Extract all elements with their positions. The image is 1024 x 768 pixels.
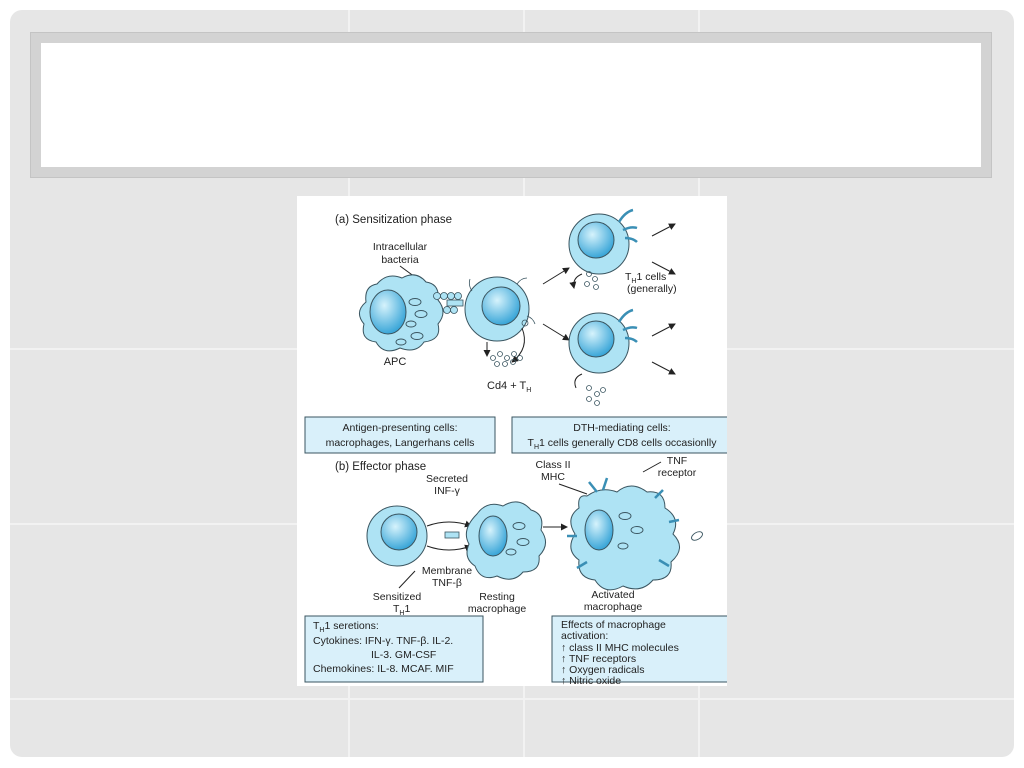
bacterium	[617, 542, 629, 550]
apc-nucleus	[369, 289, 407, 335]
arrow-cytokine	[574, 373, 583, 389]
t-cell-processes	[468, 277, 536, 325]
apc-info-line1: Antigen-presenting cells:	[343, 422, 458, 434]
secreted-label-2: INF-γ	[434, 485, 460, 497]
bacterium	[414, 310, 428, 318]
effects-box	[551, 615, 731, 683]
resting-nucleus	[478, 515, 508, 557]
secreted-label-1: Secreted	[426, 473, 468, 485]
cytokine-cluster	[584, 271, 599, 290]
tnf-receptor-label-1: TNF	[667, 455, 687, 467]
mhc-receptor	[446, 299, 464, 307]
dth-info-line1: DTH-mediating cells:	[573, 422, 670, 434]
secretions-heading: TH1 seretions:	[313, 620, 379, 634]
arrow-out	[651, 261, 676, 275]
tnf-receptor-label-2: receptor	[658, 467, 697, 479]
title-text-area[interactable]	[41, 43, 981, 167]
effects-item: ↑ Nitric oxide	[561, 675, 621, 686]
tnf-arrow	[426, 544, 472, 552]
bacterium	[618, 512, 632, 520]
activated-label-2: macrophage	[584, 601, 643, 613]
apc-label: APC	[384, 356, 407, 368]
resting-label-1: Resting	[479, 591, 515, 603]
free-bacterium	[691, 531, 703, 541]
title-placeholder[interactable]	[30, 32, 992, 178]
arrow-out	[651, 223, 676, 237]
bacterium	[516, 538, 530, 546]
grid-line	[10, 698, 1014, 700]
effects-item: ↑ Oxygen radicals	[561, 664, 644, 676]
mhc-receptor	[444, 531, 460, 539]
class2-pointer	[558, 483, 588, 495]
label-pointer	[398, 570, 416, 589]
dth-info-line2: TH1 cells generally CD8 cells occasionll…	[528, 437, 718, 451]
class2-label-2: MHC	[541, 471, 565, 483]
bacteria-label-1: Intracellular	[373, 241, 428, 253]
feedback-arrow	[511, 327, 525, 363]
sensitized-th1-label: TH1	[393, 603, 410, 617]
ifn-arrow	[426, 520, 472, 528]
t-cell-nucleus	[481, 286, 521, 326]
class2-label-1: Class II	[535, 459, 570, 471]
dth-info-box	[511, 416, 733, 454]
arrow-to-th1-lower	[542, 323, 570, 341]
bacterium	[395, 338, 407, 346]
membrane-label-1: Membrane	[422, 565, 472, 577]
bacterium	[505, 548, 517, 556]
activated-receptors	[567, 477, 680, 570]
apc-info-line2: macrophages, Langerhans cells	[326, 437, 475, 449]
arrow-out	[651, 323, 676, 337]
effects-item: ↑ TNF receptors	[561, 653, 636, 665]
receptors-lower	[617, 308, 638, 343]
effector-heading: (b) Effector phase	[335, 461, 426, 473]
bacterium	[410, 332, 424, 340]
secretions-line1: Cytokines: IFN-γ. TNF-β. IL-2.	[313, 635, 453, 647]
th1-nucleus-upper	[577, 221, 615, 259]
dth-diagram: (a) Sensitization phase Intracellular ba…	[297, 196, 733, 687]
th1-cells-sublabel: (generally)	[627, 283, 677, 295]
secretions-line2: IL-3. GM-CSF	[371, 649, 436, 661]
activated-label-1: Activated	[591, 589, 634, 601]
arrow-cytokine	[569, 273, 583, 289]
bacterium	[630, 526, 644, 534]
cytokine-dot	[521, 319, 529, 327]
apc-info-box	[304, 416, 496, 454]
secretions-line3: Chemokines: IL-8. MCAF. MIF	[313, 663, 454, 675]
antigen-chain	[433, 292, 462, 314]
slide-background: (a) Sensitization phase Intracellular ba…	[10, 10, 1014, 757]
dth-diagram-svg: (a) Sensitization phase Intracellular ba…	[304, 208, 733, 687]
activated-nucleus	[584, 509, 614, 551]
cd4-label: Cd4 + TH	[487, 380, 531, 394]
tnf-pointer	[642, 461, 662, 473]
th1-cells-label: TH1 cells	[625, 271, 666, 285]
arrow-out	[651, 361, 676, 375]
cytokine-cluster	[490, 351, 523, 367]
secretions-box	[304, 615, 484, 683]
bacterium	[512, 522, 526, 530]
bacterium	[408, 298, 422, 306]
cytokine-cluster	[586, 385, 606, 406]
th1-nucleus-lower	[577, 320, 615, 358]
sensitized-label: Sensitized	[373, 591, 422, 603]
membrane-label-2: TNF-β	[432, 577, 462, 589]
bacteria-label-2: bacteria	[381, 254, 419, 266]
sensitized-nucleus	[380, 513, 418, 551]
effects-line2: activation:	[561, 630, 608, 642]
bacterium	[405, 320, 417, 328]
arrow-to-th1-upper	[542, 267, 570, 285]
receptors-upper	[617, 208, 638, 243]
effects-line1: Effects of macrophage	[561, 619, 666, 631]
sensitization-heading: (a) Sensitization phase	[335, 214, 452, 226]
resting-label-2: macrophage	[468, 603, 527, 615]
effects-item: ↑ class II MHC molecules	[561, 642, 679, 654]
